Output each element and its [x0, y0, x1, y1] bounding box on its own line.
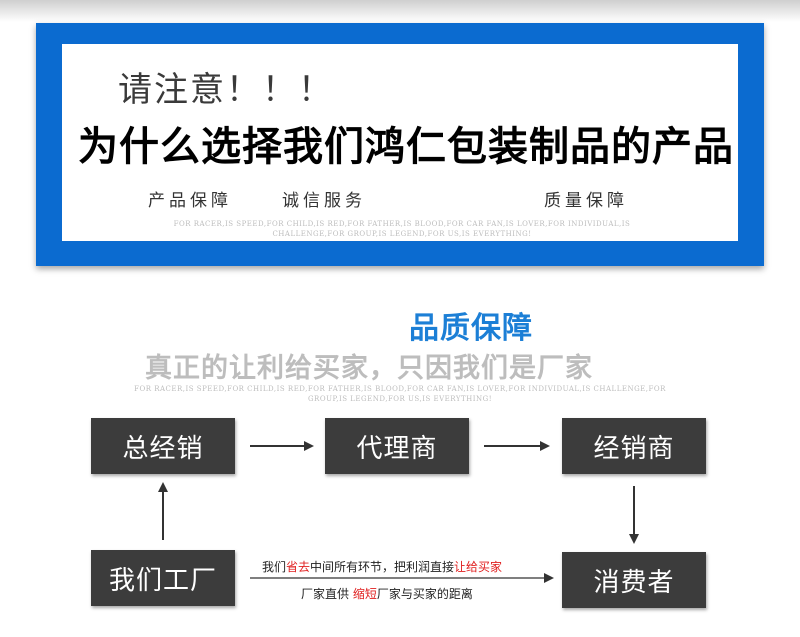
box-factory: 我们工厂: [91, 550, 235, 606]
notice-panel: 请注意！！！ 为什么选择我们鸿仁包装制品的产品 产品保障 诚信服务 质量保障 F…: [62, 44, 738, 241]
box-agent: 代理商: [325, 418, 469, 474]
highlight-shorten: 缩短: [352, 587, 377, 601]
banner-fine-print: FOR RACER,IS SPEED,FOR CHILD,IS RED,FOR …: [173, 220, 631, 238]
guarantee-list: 产品保障 诚信服务 质量保障: [62, 186, 738, 211]
box-dealer: 经销商: [562, 418, 706, 474]
guarantee-service: 诚信服务: [282, 191, 366, 211]
box-consumer: 消费者: [562, 552, 706, 608]
direct-supply-line-2: 厂家直供 缩短厂家与买家的距离: [301, 587, 473, 601]
notice-text: 请注意！！！: [118, 70, 334, 110]
guarantee-quality: 质量保障: [544, 191, 628, 211]
highlight-give-buyer: 让给买家: [454, 560, 503, 574]
section-title: 品质保障: [409, 311, 533, 346]
box-general-distributor: 总经销: [91, 418, 235, 474]
direct-supply-line-1: 我们省去中间所有环节，把利润直接让给买家: [262, 560, 503, 574]
top-shade: [0, 0, 800, 22]
notice-banner: 请注意！！！ 为什么选择我们鸿仁包装制品的产品 产品保障 诚信服务 质量保障 F…: [36, 23, 764, 266]
section-subtitle: 真正的让利给买家，只因我们是厂家: [145, 353, 593, 384]
section-fine-print: FOR RACER,IS SPEED,FOR CHILD,IS RED,FOR …: [134, 385, 666, 403]
guarantee-product: 产品保障: [148, 191, 232, 211]
banner-headline: 为什么选择我们鸿仁包装制品的产品: [78, 124, 734, 170]
highlight-omit: 省去: [286, 560, 311, 574]
